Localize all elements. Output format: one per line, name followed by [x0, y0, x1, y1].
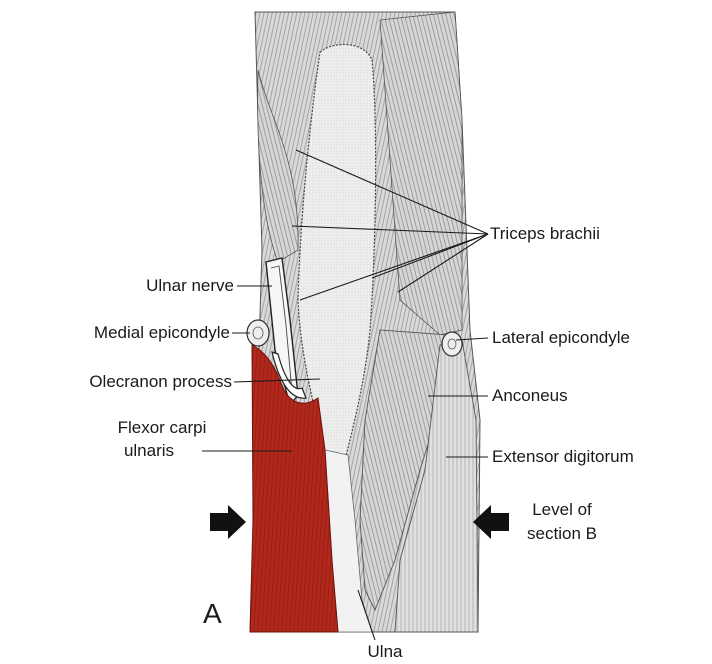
label-ulnar-nerve: Ulnar nerve — [146, 276, 234, 296]
lateral-epicondyle-shape — [442, 332, 462, 356]
panel-letter: A — [203, 598, 222, 630]
label-flexor-carpi-line1: Flexor carpi — [92, 418, 232, 438]
label-flexor-carpi-line2: ulnaris — [92, 441, 206, 461]
label-medial-epicondyle: Medial epicondyle — [94, 323, 230, 343]
medial-epicondyle-shape — [247, 320, 269, 346]
label-lateral-epicondyle: Lateral epicondyle — [492, 328, 630, 348]
label-level-of-section-line2: section B — [512, 524, 612, 544]
label-level-of-section-line1: Level of — [512, 500, 612, 520]
label-ulna: Ulna — [350, 642, 420, 662]
label-extensor-digitorum: Extensor digitorum — [492, 447, 634, 467]
label-olecranon-process: Olecranon process — [89, 372, 232, 392]
label-triceps-brachii: Triceps brachii — [490, 224, 600, 244]
left-level-arrow — [210, 505, 246, 539]
label-anconeus: Anconeus — [492, 386, 568, 406]
